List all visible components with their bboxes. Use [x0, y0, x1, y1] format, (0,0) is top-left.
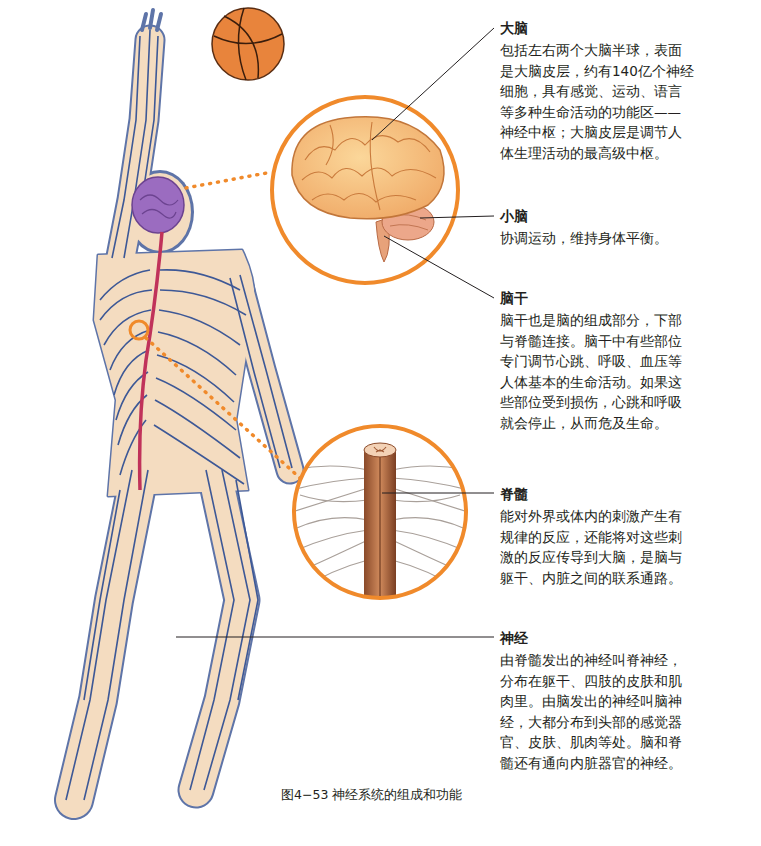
part-name: 小脑: [500, 206, 528, 227]
zoom-pointer: [146, 338, 300, 478]
leader-lines: [176, 28, 494, 637]
spinal-cord-zoom: [292, 426, 468, 610]
part-name: 脊髓: [500, 484, 528, 505]
part-description: 能对外界或体内的刺激产生有规律的反应，还能将对这些刺激的反应传导到大脑，是脑与躯…: [500, 506, 694, 588]
basketball: [212, 8, 284, 80]
part-description: 协调运动，维持身体平衡。: [500, 228, 694, 249]
spinal-cord-in-body: [140, 232, 162, 490]
part-description: 脑干也是脑的组成部分，下部与脊髓连接。脑干中有些部位专门调节心跳、呼吸、血压等人…: [500, 310, 694, 433]
focus-ring: [130, 321, 148, 339]
part-name: 神经: [500, 628, 528, 649]
human-body: [74, 10, 290, 800]
nerve-lines: [66, 30, 292, 800]
brain-in-head: [132, 177, 184, 233]
figure-caption: 图4−53 神经系统的组成和功能: [281, 785, 462, 806]
part-description: 包括左右两个大脑半球，表面是大脑皮层，约有140亿个神经细胞，具有感觉、运动、语…: [500, 40, 694, 163]
zoom-pointer: [186, 172, 272, 188]
part-description: 由脊髓发出的神经叫脊神经，分布在躯干、四肢的皮肤和肌肉里。由脑发出的神经叫脑神经…: [500, 650, 694, 773]
brain-zoom: [272, 97, 458, 283]
part-name: 脑干: [500, 288, 528, 309]
part-name: 大脑: [500, 18, 528, 39]
